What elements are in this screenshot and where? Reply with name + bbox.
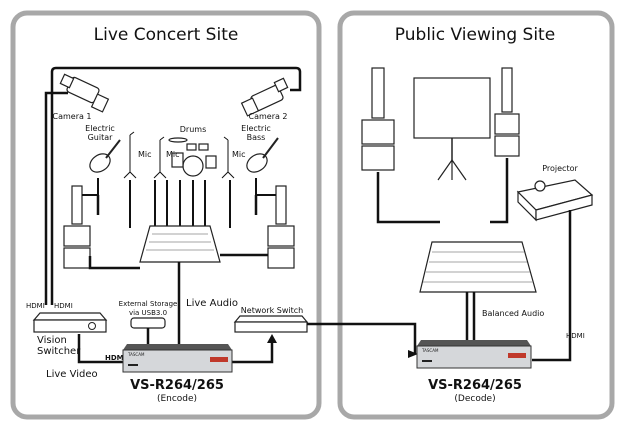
- encoder-model-label: VS-R264/265: [130, 378, 224, 393]
- hdmi-to-projector-cable: [532, 210, 572, 362]
- vision-switcher-icon: [32, 312, 108, 333]
- camera1-label: Camera 1: [52, 112, 91, 121]
- network-switch-label: Network Switch: [241, 306, 303, 315]
- public-speaker-icon-1: [361, 67, 395, 171]
- bass-label-1: Electric: [241, 124, 271, 133]
- encoder-brand-logo: TASCAM: [127, 352, 145, 357]
- arrow-up-icon: [267, 334, 277, 343]
- live-video-label: Live Video: [46, 369, 98, 380]
- projector-label: Projector: [542, 164, 578, 173]
- mic-label-3: Mic: [232, 150, 246, 159]
- storage-label-2: via USB3.0: [129, 309, 167, 317]
- drum-kit-icon: [168, 137, 217, 177]
- electric-guitar-icon: [89, 139, 121, 173]
- electric-bass-icon: [246, 137, 279, 173]
- public-speaker-cables: [376, 158, 509, 224]
- camera1-icon: [59, 73, 110, 113]
- drums-label: Drums: [180, 125, 206, 134]
- camera2-icon: [240, 77, 289, 117]
- encoder-to-switch-cable: [232, 342, 274, 364]
- projector-icon: [516, 179, 594, 222]
- decoder-model-label: VS-R264/265: [428, 378, 522, 393]
- speaker-cables: [88, 195, 268, 270]
- vision-to-encoder-cable: [77, 334, 124, 364]
- vision-switcher-label-2: Switcher: [37, 346, 81, 357]
- projection-screen-icon: [413, 77, 491, 181]
- hdmi-label-projector: HDMI: [566, 332, 585, 340]
- hdmi-label-camera2: HDMI: [54, 302, 73, 310]
- instrument-cables: [97, 178, 257, 228]
- decoder-device-icon: TASCAM: [416, 340, 532, 369]
- public-viewing-site-panel: [337, 10, 615, 420]
- balanced-audio-label: Balanced Audio: [482, 309, 544, 318]
- decoder-mode-label: (Decode): [454, 394, 495, 404]
- balanced-audio-cables: [465, 292, 476, 340]
- bass-label-2: Bass: [247, 133, 266, 142]
- live-mixer-icon: [139, 225, 221, 263]
- guitar-label-1: Electric: [85, 124, 115, 133]
- mic-stand-icons: [123, 131, 235, 179]
- public-mixer-icon: [419, 241, 537, 293]
- encoder-device-icon: TASCAM: [122, 344, 233, 373]
- mic-label-1: Mic: [138, 150, 152, 159]
- vision-switcher-label-1: Vision: [37, 335, 67, 346]
- encoder-mode-label: (Encode): [157, 394, 197, 404]
- camera1-cable: [44, 91, 68, 305]
- guitar-label-2: Guitar: [88, 133, 114, 142]
- decoder-brand-logo: TASCAM: [421, 348, 439, 353]
- mic-label-2: Mic: [166, 150, 180, 159]
- live-concert-site-panel: [10, 10, 322, 420]
- camera2-label: Camera 2: [248, 112, 287, 121]
- live-concert-site-title: Live Concert Site: [94, 25, 239, 45]
- public-speaker-icon-2: [494, 67, 520, 157]
- left-speaker-icon-2: [267, 185, 295, 269]
- left-speaker-icon-1: [63, 185, 91, 269]
- hdmi-label-encoder: HDMI: [105, 354, 126, 362]
- network-switch-icon: [233, 315, 309, 333]
- storage-and-audio-cables: [146, 262, 181, 344]
- hdmi-label-camera1: HDMI: [26, 302, 45, 310]
- live-audio-label: Live Audio: [186, 298, 238, 309]
- camera2-cable: [50, 66, 302, 305]
- network-link-cable: [307, 322, 417, 354]
- arrow-right-icon: [408, 350, 418, 358]
- storage-label-1: External Storage: [119, 300, 178, 308]
- external-storage-icon: [130, 317, 166, 329]
- public-viewing-site-title: Public Viewing Site: [395, 25, 555, 45]
